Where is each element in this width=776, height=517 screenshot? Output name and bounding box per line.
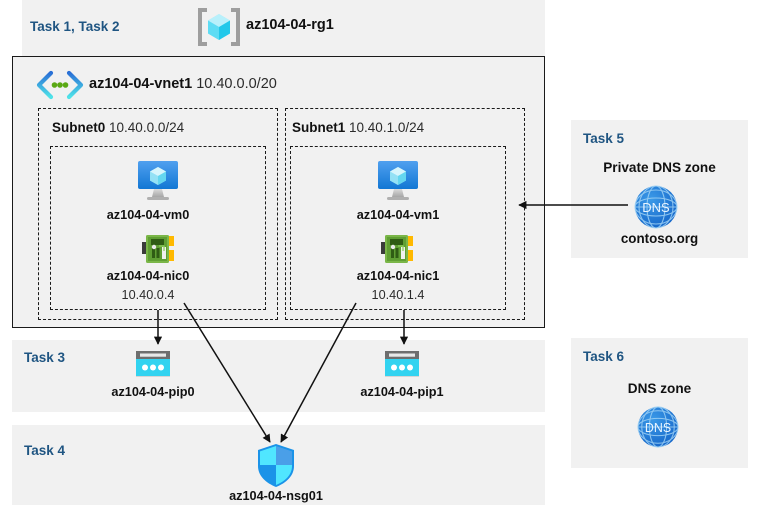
virtual-machine-icon[interactable]: [372, 158, 424, 202]
resource-group-name: az104-04-rg1: [246, 17, 334, 33]
svg-text:DNS: DNS: [642, 200, 670, 215]
public-ip-name-0: az104-04-pip0: [111, 385, 195, 399]
subnet-title-0: Subnet0 10.40.0.0/24: [52, 120, 184, 135]
subnet-box-1: [285, 108, 525, 320]
public-ip-address-icon[interactable]: [381, 348, 423, 382]
public-dns-heading: DNS zone: [627, 381, 692, 396]
nic-name-1: az104-04-nic1: [356, 269, 440, 283]
subnet-name-0: Subnet0: [52, 120, 106, 135]
network-interface-icon[interactable]: [381, 232, 415, 266]
private-dns-heading: Private DNS zone: [603, 160, 716, 175]
public-ip-panel: [12, 340, 545, 412]
task-label-public-ip: Task 3: [24, 350, 66, 365]
subnet-title-1: Subnet1 10.40.1.0/24: [292, 120, 424, 135]
network-security-group-icon[interactable]: [256, 443, 296, 488]
virtual-network-icon: [36, 70, 84, 100]
private-dns-name: contoso.org: [620, 231, 699, 246]
subnet-cidr-1: 10.40.1.0/24: [349, 120, 425, 135]
vm-name-1: az104-04-vm1: [356, 208, 440, 222]
task-label-rg: Task 1, Task 2: [30, 19, 120, 34]
vnet-cidr: 10.40.0.0/20: [196, 76, 277, 92]
dns-zone-icon[interactable]: DNS: [636, 405, 680, 449]
svg-text:DNS: DNS: [645, 421, 671, 435]
virtual-network-container: [12, 56, 545, 328]
subnet-resources-box-0: [50, 146, 266, 310]
dns-zone-icon[interactable]: DNS: [633, 184, 679, 230]
network-interface-icon[interactable]: [142, 232, 176, 266]
virtual-network-title: az104-04-vnet1 10.40.0.0/20: [89, 76, 277, 92]
nic-ip-1: 10.40.1.4: [371, 288, 425, 302]
subnet-resources-box-1: [290, 146, 506, 310]
resource-group-header: [22, 0, 545, 56]
nsg-name: az104-04-nsg01: [229, 489, 323, 503]
subnet-name-1: Subnet1: [292, 120, 346, 135]
vnet-name: az104-04-vnet1: [89, 76, 193, 92]
virtual-machine-icon[interactable]: [132, 158, 184, 202]
public-ip-address-icon[interactable]: [132, 348, 174, 382]
task-label-private-dns: Task 5: [583, 131, 625, 146]
vm-name-0: az104-04-vm0: [106, 208, 190, 222]
nic-name-0: az104-04-nic0: [106, 269, 190, 283]
resource-group-icon: [198, 7, 240, 47]
nic-ip-0: 10.40.0.4: [121, 288, 175, 302]
subnet-cidr-0: 10.40.0.0/24: [109, 120, 185, 135]
public-ip-name-1: az104-04-pip1: [360, 385, 444, 399]
task-label-nsg: Task 4: [24, 443, 66, 458]
task-label-public-dns: Task 6: [583, 349, 625, 364]
